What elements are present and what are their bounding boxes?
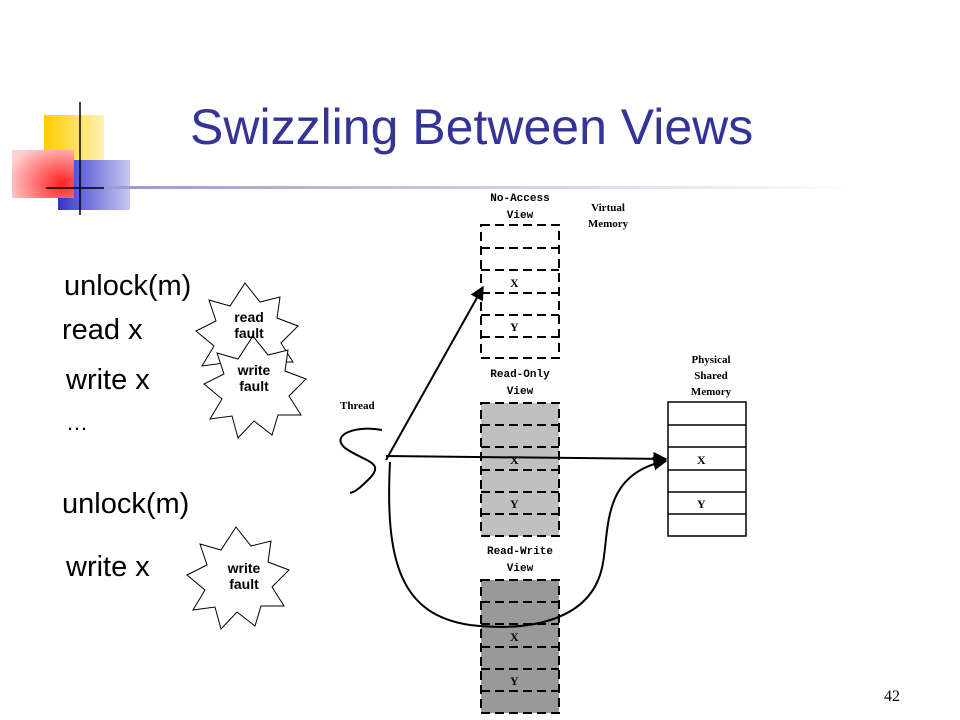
write-fault-burst-1 [203, 335, 307, 439]
write-fault-label-1: write fault [237, 362, 271, 394]
code-line-read-x: read x [62, 314, 143, 346]
slide-title: Swizzling Between Views [190, 99, 754, 155]
code-line-unlock-1: unlock(m) [64, 270, 192, 302]
thread-squiggle [339, 427, 383, 494]
code-line-write-x-1: write x [66, 364, 150, 396]
read-write-view-label: Read-Write View [486, 546, 553, 575]
virtual-memory-label: Virtual Memory [587, 202, 629, 230]
code-line-ellipsis: … [66, 410, 88, 435]
arrow-to-physical [385, 451, 668, 466]
write-fault-label-2: write fault [227, 560, 261, 592]
no-access-view-column [480, 224, 560, 359]
thread-label: Thread [340, 400, 375, 412]
read-only-view-label: Read-Only View [490, 369, 550, 398]
read-write-x-cell: X [510, 630, 519, 644]
no-access-x-cell: X [510, 276, 519, 290]
read-write-y-cell: Y [510, 674, 519, 688]
read-only-x-cell: X [510, 453, 519, 467]
physical-memory-column [667, 401, 747, 537]
physical-x-cell: X [697, 453, 706, 467]
code-line-unlock-2: unlock(m) [62, 488, 190, 520]
no-access-y-cell: Y [510, 320, 519, 334]
physical-y-cell: Y [697, 497, 706, 511]
read-only-view-column [480, 402, 560, 537]
physical-memory-label: Physical Shared Memory [690, 354, 732, 398]
arrow-curve-read-write [388, 456, 668, 628]
read-write-view-column [480, 579, 560, 714]
write-fault-burst-2 [186, 526, 290, 630]
logo-decoration [12, 102, 864, 215]
code-line-write-x-2: write x [66, 551, 150, 583]
arrow-to-no-access [385, 285, 484, 461]
read-only-y-cell: Y [510, 497, 519, 511]
read-fault-label: read fault [234, 309, 264, 341]
page-number: 42 [884, 688, 900, 705]
no-access-view-label: No-Access View [490, 193, 550, 222]
